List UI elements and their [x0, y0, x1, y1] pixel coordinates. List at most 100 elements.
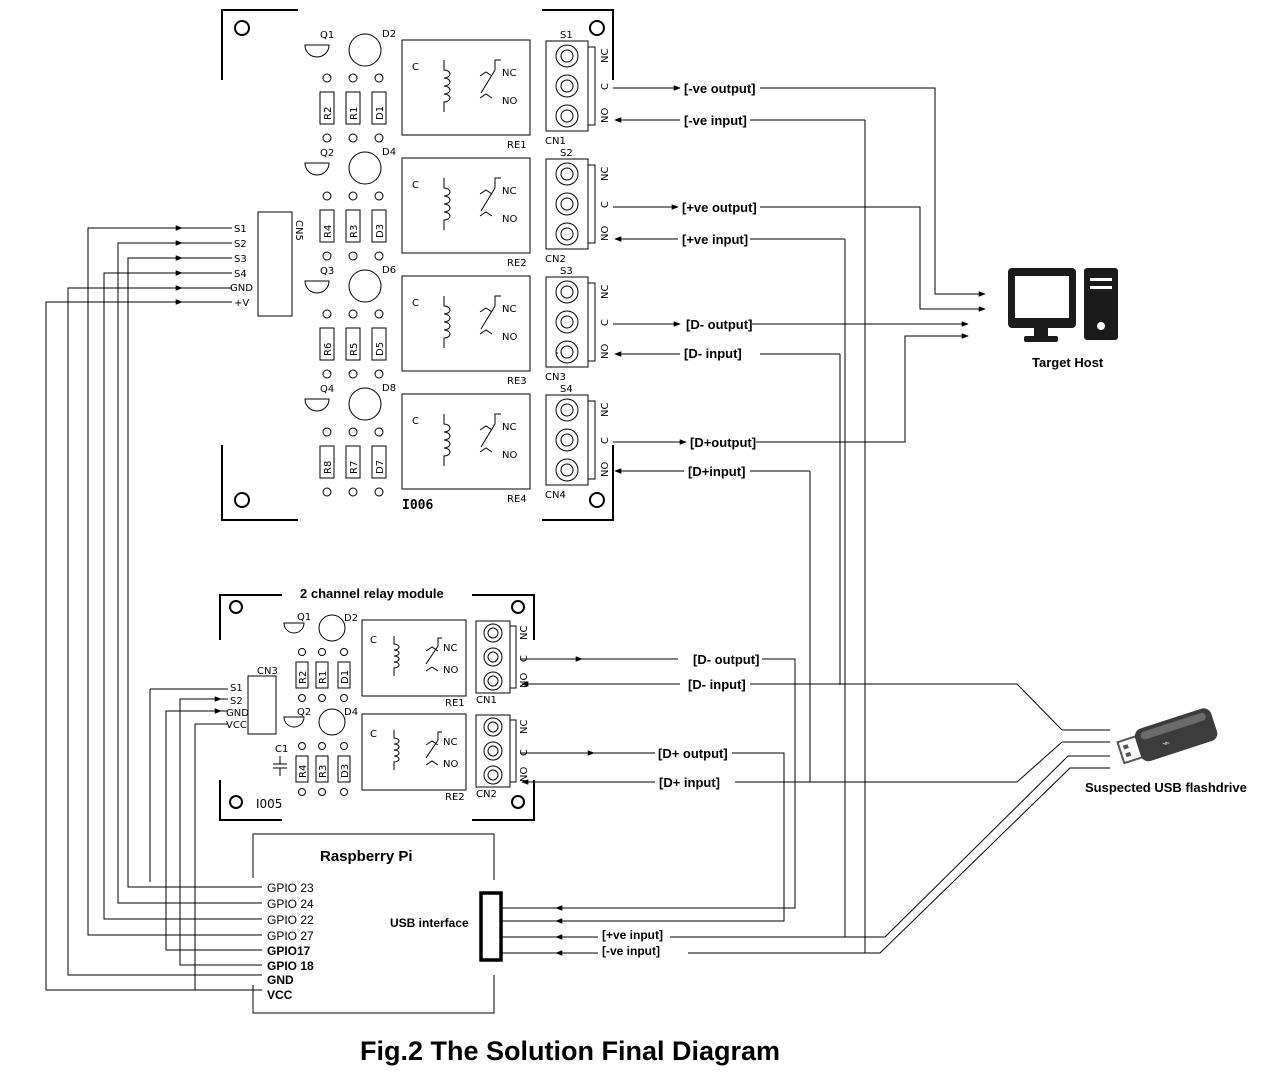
svg-text:D1: D1 [340, 670, 351, 684]
svg-text:S2: S2 [230, 696, 243, 707]
rpi-pin: GPIO 27 [267, 929, 314, 943]
svg-text:NO: NO [600, 226, 611, 241]
cn5-pin-s3: S3 [234, 254, 247, 265]
usb-pos-input: [+ve input] [602, 928, 663, 942]
svg-text:RE2: RE2 [445, 792, 465, 803]
mount-hole [234, 20, 250, 36]
svg-text:CN1: CN1 [476, 695, 497, 706]
label-neg-output: [-ve output] [684, 81, 755, 96]
relay2-channel-1: Q1 D2 R2 R1 D1 C NC NO RE1 NC C [283, 612, 530, 709]
svg-text:RE2: RE2 [507, 258, 527, 269]
raspberry-pi: Raspberry Pi GPIO 23 GPIO 24 GPIO 22 GPI… [252, 833, 663, 1014]
q-label: Q1 [320, 30, 334, 41]
cn5-pin-v: +V [234, 298, 249, 309]
resistor [319, 91, 335, 125]
relay4-io-labels: [-ve output] [-ve input] [+ve output] [+… [682, 81, 757, 479]
svg-text:GND: GND [226, 708, 249, 719]
cn-label: CN1 [545, 136, 566, 147]
svg-text:NC: NC [443, 643, 457, 654]
svg-text:S3: S3 [560, 266, 573, 277]
diode [371, 91, 387, 125]
label-dplus-input-2ch: [D+ input] [659, 775, 720, 790]
svg-text:C: C [412, 180, 419, 191]
svg-text:CN3: CN3 [545, 372, 566, 383]
svg-text:NO: NO [443, 759, 458, 770]
computer-icon [1008, 268, 1118, 342]
svg-text:R4: R4 [298, 765, 309, 778]
led [348, 33, 382, 67]
label-dminus-input: [D- input] [684, 346, 742, 361]
label-pos-output: [+ve output] [682, 200, 757, 215]
svg-text:NO: NO [443, 665, 458, 676]
svg-text:S4: S4 [560, 384, 573, 395]
svg-text:C: C [370, 729, 377, 740]
relay2-io-labels: [D- output] [D- input] [D+ output] [D+ i… [658, 652, 759, 790]
cn5-pin-s4: S4 [234, 269, 247, 280]
svg-text:C: C [600, 201, 611, 208]
rpi-title: Raspberry Pi [320, 848, 413, 865]
svg-text:NC: NC [443, 737, 457, 748]
svg-text:D2: D2 [344, 613, 358, 624]
usb-interface-port [479, 891, 503, 962]
rpi-pin: GPIO 18 [267, 959, 314, 973]
svg-text:D6: D6 [382, 265, 396, 276]
svg-text:NC: NC [519, 720, 530, 734]
svg-text:D1: D1 [375, 106, 386, 120]
usb-flashdrive: ⌁ Suspected USB flashdrive [1085, 708, 1247, 795]
cn5-pin-s1: S1 [234, 224, 247, 235]
board-label-i005: I005 [256, 797, 282, 811]
rpi-pin: GND [267, 973, 294, 987]
relay [401, 39, 531, 136]
rpi-pin: GPIO17 [267, 944, 311, 958]
svg-text:CN2: CN2 [545, 254, 566, 265]
rpi-pin: GPIO 22 [267, 913, 314, 927]
svg-text:C1: C1 [275, 744, 288, 755]
svg-text:D8: D8 [382, 383, 396, 394]
usb-flashdrive-label: Suspected USB flashdrive [1085, 780, 1247, 795]
svg-text:D4: D4 [344, 707, 358, 718]
target-host: Target Host [1008, 268, 1118, 370]
svg-text:D3: D3 [375, 224, 386, 238]
svg-text:R7: R7 [349, 461, 360, 474]
svg-text:CN4: CN4 [545, 490, 566, 501]
mount-hole [511, 795, 525, 809]
figure-caption: Fig.2 The Solution Final Diagram [360, 1036, 780, 1066]
svg-text:S1: S1 [230, 683, 243, 694]
mount-hole [511, 600, 525, 614]
svg-text:VCC: VCC [226, 720, 247, 731]
label-dplus-input: [D+input] [688, 464, 745, 479]
svg-text:R8: R8 [323, 461, 334, 474]
rpi-pin: GPIO 23 [267, 881, 314, 895]
cn5-connector [257, 211, 293, 317]
svg-text:NC: NC [600, 49, 611, 63]
svg-text:R3: R3 [318, 765, 329, 778]
relay4-channel-3: Q3 D6 R6 R5 D5 C NC NO RE3 S3 NC [304, 265, 611, 387]
svg-text:C: C [412, 416, 419, 427]
svg-text:C: C [600, 83, 611, 90]
svg-text:Q2: Q2 [320, 148, 334, 159]
svg-text:RE1: RE1 [445, 698, 465, 709]
label-dplus-output-2ch: [D+ output] [658, 746, 728, 761]
capacitor [273, 756, 287, 776]
relay4-channel-1: Q1 D2 R2 R1 D1 C NC NO RE1 S1 NC [304, 29, 611, 151]
svg-text:R1: R1 [318, 671, 329, 684]
label-dplus-output: [D+output] [690, 435, 756, 450]
svg-text:C: C [412, 298, 419, 309]
cn3-connector [247, 675, 277, 735]
svg-text:D7: D7 [375, 460, 386, 474]
svg-text:CN2: CN2 [476, 789, 497, 800]
svg-text:C: C [370, 635, 377, 646]
svg-text:D5: D5 [375, 342, 386, 356]
svg-text:NC: NC [502, 422, 516, 433]
usb-neg-input: [-ve input] [602, 944, 660, 958]
svg-text:NC: NC [502, 304, 516, 315]
svg-text:R2: R2 [298, 671, 309, 684]
relay4-channel-4: Q4 D8 R8 R7 D7 C NC NO RE4 S4 NC [304, 383, 611, 505]
relay-board-4ch: CN5 S1 S2 S3 S4 GND +V Q1 D2 R2 R1 D1 C … [221, 9, 614, 521]
svg-text:R1: R1 [349, 107, 360, 120]
svg-text:R4: R4 [323, 225, 334, 238]
mount-hole [229, 600, 243, 614]
label-neg-input: [-ve input] [684, 113, 747, 128]
label-dminus-output-2ch: [D- output] [693, 652, 759, 667]
svg-text:NC: NC [502, 186, 516, 197]
